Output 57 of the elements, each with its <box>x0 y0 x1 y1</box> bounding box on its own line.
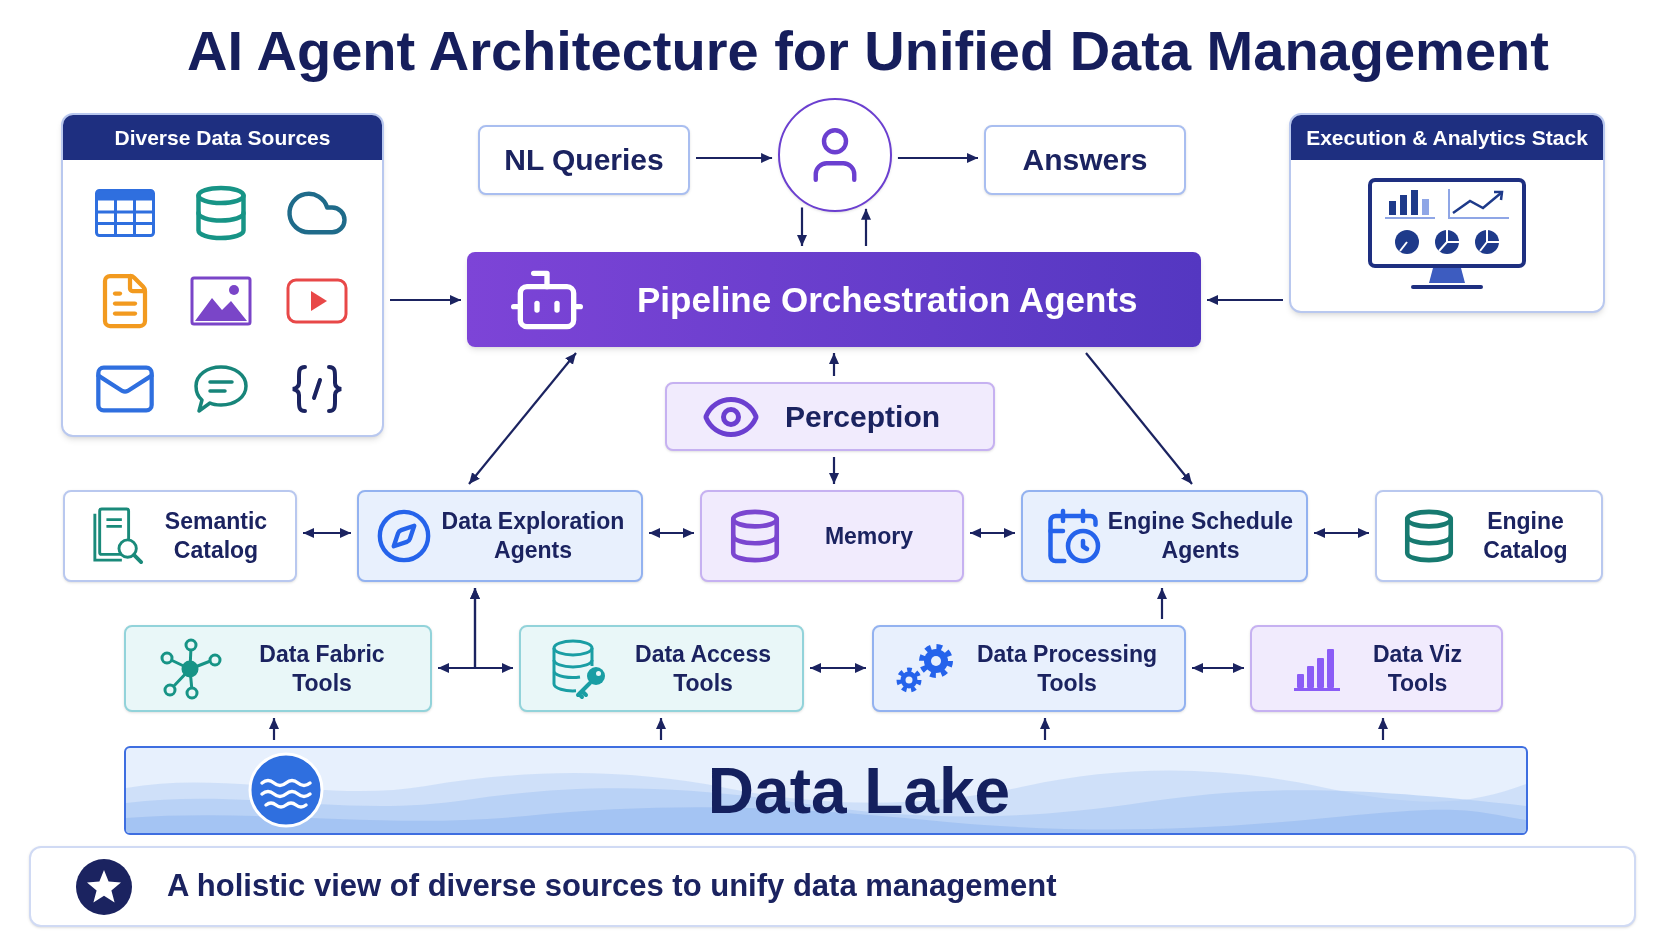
node-label: Data Fabric Tools <box>258 639 386 698</box>
arrow <box>829 457 839 484</box>
panel-header: Diverse Data Sources <box>63 115 382 160</box>
memory-box <box>700 490 964 582</box>
arrow <box>861 208 871 246</box>
summary-box <box>29 846 1636 927</box>
double-arrow <box>438 663 513 673</box>
tool-box <box>124 625 432 712</box>
answer-box <box>984 125 1186 195</box>
arrow <box>829 353 839 376</box>
stack-panel <box>1289 113 1605 313</box>
double-arrow <box>468 352 577 485</box>
node-label: Perception <box>785 399 941 433</box>
node-label: Data Exploration Agents <box>440 507 626 565</box>
arrow <box>470 588 513 670</box>
tool-box <box>872 625 1186 712</box>
tool-box <box>1250 625 1503 712</box>
agent-box <box>1021 490 1308 582</box>
agent-banner <box>467 252 1201 347</box>
node-label: Data Processing Tools <box>975 639 1159 698</box>
node-label: Engine Schedule Agents <box>1106 507 1295 565</box>
double-arrow <box>810 663 866 673</box>
arrow <box>390 295 461 305</box>
sources-panel <box>61 113 384 437</box>
node-label: NL Queries <box>504 142 664 179</box>
node-label: Data Access Tools <box>634 639 772 698</box>
arrow <box>656 718 666 740</box>
node-label: Memory <box>824 521 914 551</box>
arrow <box>897 153 978 163</box>
double-arrow <box>303 528 351 538</box>
node-label: A holistic view of diverse sources to unify data management <box>167 868 1057 904</box>
arrow <box>1085 352 1193 485</box>
title: AI Agent Architecture for Unified Data Management <box>187 18 1549 84</box>
query-box <box>478 125 690 195</box>
double-arrow <box>1192 663 1244 673</box>
arrow <box>1040 718 1050 740</box>
double-arrow <box>649 528 694 538</box>
arrow <box>269 718 279 740</box>
arrow <box>1157 588 1167 619</box>
node-label: Pipeline Orchestration Agents <box>637 279 1138 319</box>
arrow <box>797 207 807 246</box>
agent-box <box>357 490 643 582</box>
double-arrow <box>1314 528 1369 538</box>
arrow <box>696 153 773 163</box>
tool-box <box>519 625 804 712</box>
double-arrow <box>970 528 1015 538</box>
catalog-box <box>63 490 297 582</box>
node-label: Answers <box>1022 142 1148 179</box>
panel-header: Execution & Analytics Stack <box>1291 115 1603 160</box>
arrow <box>1378 718 1388 740</box>
node-label: Data Viz Tools <box>1371 639 1464 698</box>
node-label: Engine Catalog <box>1482 507 1569 565</box>
arrow <box>1207 295 1283 305</box>
node-label: Semantic Catalog <box>163 507 269 565</box>
node-label: Data Lake <box>707 753 1011 829</box>
perception-box <box>665 382 995 451</box>
catalog-box <box>1375 490 1603 582</box>
